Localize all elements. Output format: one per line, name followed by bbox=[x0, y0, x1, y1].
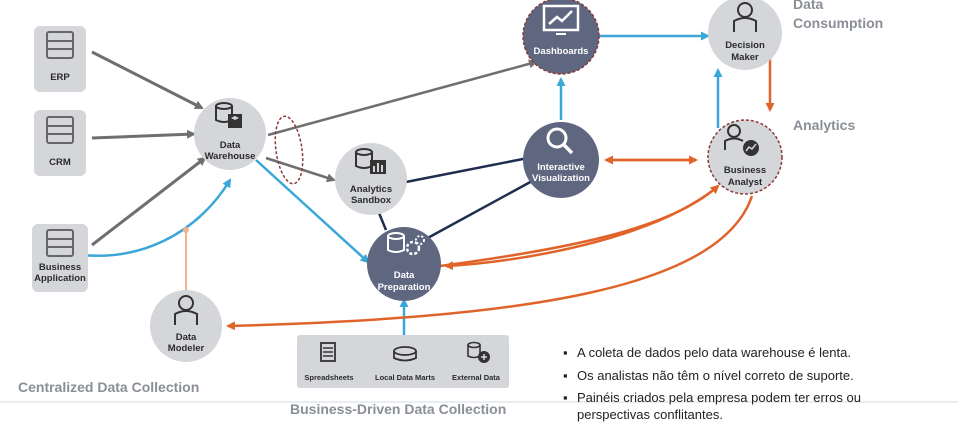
node-data-warehouse[interactable]: Data Warehouse bbox=[194, 98, 266, 170]
node-business-analyst[interactable]: Business Analyst bbox=[707, 119, 783, 195]
arrow-analyst-to-preparation bbox=[444, 187, 717, 271]
database-plus-icon bbox=[467, 341, 490, 363]
magnifier-icon bbox=[546, 127, 574, 155]
connector-dot bbox=[183, 227, 189, 233]
bullet-dot: ▪ bbox=[563, 390, 568, 405]
arrow-analyst-to-modeler bbox=[226, 195, 754, 331]
database-cube-icon bbox=[215, 102, 242, 128]
node-crm[interactable]: CRM bbox=[34, 110, 86, 176]
section-label-centralized: Centralized Data Collection bbox=[18, 379, 199, 395]
node-label-line1: Data bbox=[394, 270, 415, 281]
node-label-line1: Analytics bbox=[350, 184, 392, 195]
sources-panel: Spreadsheets Local Data Marts External D… bbox=[297, 335, 509, 388]
source-spreadsheets[interactable]: Spreadsheets bbox=[304, 342, 354, 382]
node-label-line1: Interactive bbox=[537, 162, 585, 173]
node-erp[interactable]: ERP bbox=[34, 26, 86, 92]
section-label-analytics: Analytics bbox=[793, 117, 855, 133]
node-label: Dashboards bbox=[534, 46, 589, 57]
database-icon bbox=[46, 229, 74, 257]
node-label-line1: Business bbox=[724, 165, 766, 176]
node-label-line1: Decision bbox=[725, 40, 765, 51]
database-icon bbox=[46, 116, 74, 144]
bullet-text: A coleta de dados pelo data warehouse é … bbox=[577, 345, 851, 360]
bullet-text: Painéis criados pela empresa podem ter e… bbox=[577, 390, 861, 422]
arrow-business-app-to-warehouse bbox=[91, 156, 207, 247]
node-label-line2: Maker bbox=[731, 52, 759, 63]
bullet-text: Os analistas não têm o nível correto de … bbox=[577, 368, 854, 383]
arrow-erp-to-warehouse bbox=[91, 50, 204, 110]
node-label-line1: Data bbox=[220, 140, 241, 151]
person-icon bbox=[174, 295, 198, 325]
bullet-dot: ▪ bbox=[563, 368, 568, 383]
monitor-chart-icon bbox=[542, 4, 580, 35]
line-sandbox-to-visualization bbox=[405, 156, 529, 184]
node-label-line2: Sandbox bbox=[351, 195, 392, 206]
highlight-annotation bbox=[274, 115, 304, 185]
arrow-warehouse-to-dashboards bbox=[267, 59, 538, 137]
arrow-warehouse-to-preparation bbox=[255, 159, 370, 264]
node-interactive-visualization[interactable]: Interactive Visualization bbox=[523, 122, 599, 198]
node-label-line2: Application bbox=[34, 273, 86, 284]
source-external-data[interactable]: External Data bbox=[452, 341, 501, 383]
section-label-data-consumption-line1: Data bbox=[793, 0, 824, 12]
source-label: Spreadsheets bbox=[304, 373, 353, 382]
spreadsheet-icon bbox=[320, 342, 336, 362]
node-label-line2: Preparation bbox=[378, 282, 431, 293]
person-chart-icon bbox=[724, 124, 759, 156]
node-label-line2: Visualization bbox=[532, 173, 590, 184]
node-label-line1: Business bbox=[39, 262, 81, 273]
arrow-preparation-to-analyst bbox=[439, 184, 720, 268]
arrow-business-app-to-warehouse-blue bbox=[61, 178, 232, 257]
node-dashboards[interactable]: Dashboards bbox=[522, 0, 600, 75]
node-label: ERP bbox=[50, 72, 70, 83]
database-gears-icon bbox=[387, 232, 425, 256]
node-data-preparation[interactable]: Data Preparation bbox=[367, 227, 441, 301]
node-analytics-sandbox[interactable]: Analytics Sandbox bbox=[335, 143, 407, 215]
node-label-line2: Analyst bbox=[728, 177, 763, 188]
bullet-item: ▪ Painéis criados pela empresa podem ter… bbox=[563, 389, 893, 423]
arrow-crm-to-warehouse bbox=[91, 129, 196, 140]
node-label-line2: Warehouse bbox=[205, 151, 256, 162]
arrow-warehouse-to-sandbox bbox=[265, 156, 336, 183]
database-disk-icon bbox=[393, 346, 417, 362]
node-decision-maker[interactable]: Decision Maker bbox=[708, 0, 782, 70]
node-data-modeler[interactable]: Data Modeler bbox=[150, 290, 222, 362]
source-label: External Data bbox=[452, 373, 501, 382]
section-label-business-driven: Business-Driven Data Collection bbox=[290, 401, 506, 417]
bullet-dot: ▪ bbox=[563, 345, 568, 360]
bullet-item: ▪ A coleta de dados pelo data warehouse … bbox=[563, 344, 893, 361]
bullet-item: ▪ Os analistas não têm o nível correto d… bbox=[563, 367, 893, 384]
node-label-line1: Data bbox=[176, 332, 197, 343]
node-business-application[interactable]: Business Application bbox=[32, 224, 88, 292]
line-preparation-to-visualization bbox=[423, 178, 535, 242]
database-icon bbox=[46, 31, 74, 59]
section-label-data-consumption-line2: Consumption bbox=[793, 15, 883, 31]
database-chart-icon bbox=[355, 148, 386, 174]
source-label: Local Data Marts bbox=[375, 373, 435, 382]
person-icon bbox=[733, 2, 757, 32]
node-label: CRM bbox=[49, 157, 71, 168]
node-label-line2: Modeler bbox=[168, 343, 205, 354]
source-local-data-marts[interactable]: Local Data Marts bbox=[375, 346, 435, 382]
